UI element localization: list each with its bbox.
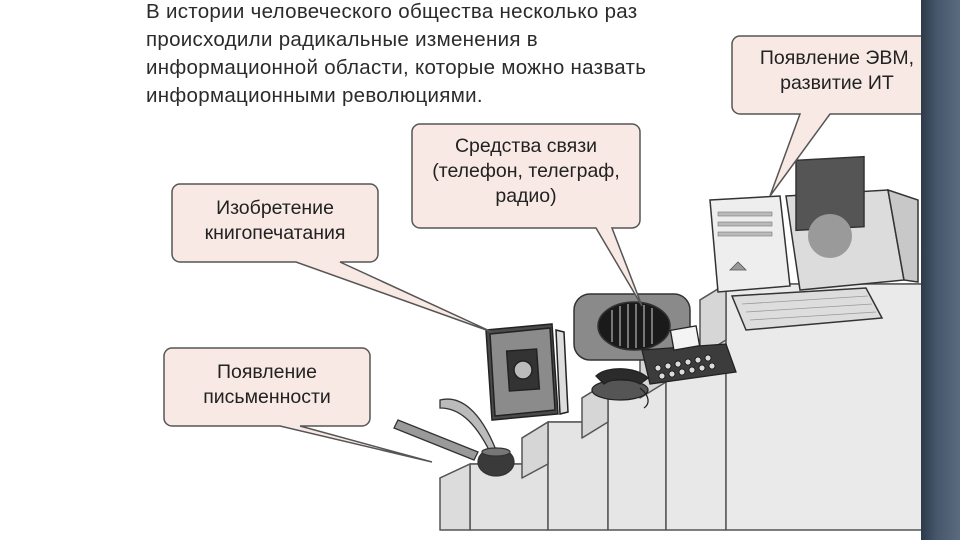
callout-writing-text: Появление письменности	[203, 361, 331, 408]
telephone-icon	[591, 368, 649, 409]
quill-inkpot-icon	[393, 398, 515, 477]
callout-writing	[163, 347, 433, 463]
telegraph-icon	[641, 325, 737, 385]
intro-text: В истории человеческого общества несколь…	[146, 0, 647, 107]
callout-printing-text: Изобретение книгопечатания	[204, 197, 346, 244]
side-panel	[921, 0, 960, 540]
callout-communication-text: Средства связи (телефон, телеграф, радио…	[432, 135, 620, 207]
book-icon	[485, 323, 569, 421]
callout-communication	[411, 123, 643, 307]
computer-icon	[709, 155, 919, 331]
callout-printing	[171, 183, 493, 333]
callout-computers-text: Появление ЭВМ, развитие ИТ	[759, 47, 915, 94]
